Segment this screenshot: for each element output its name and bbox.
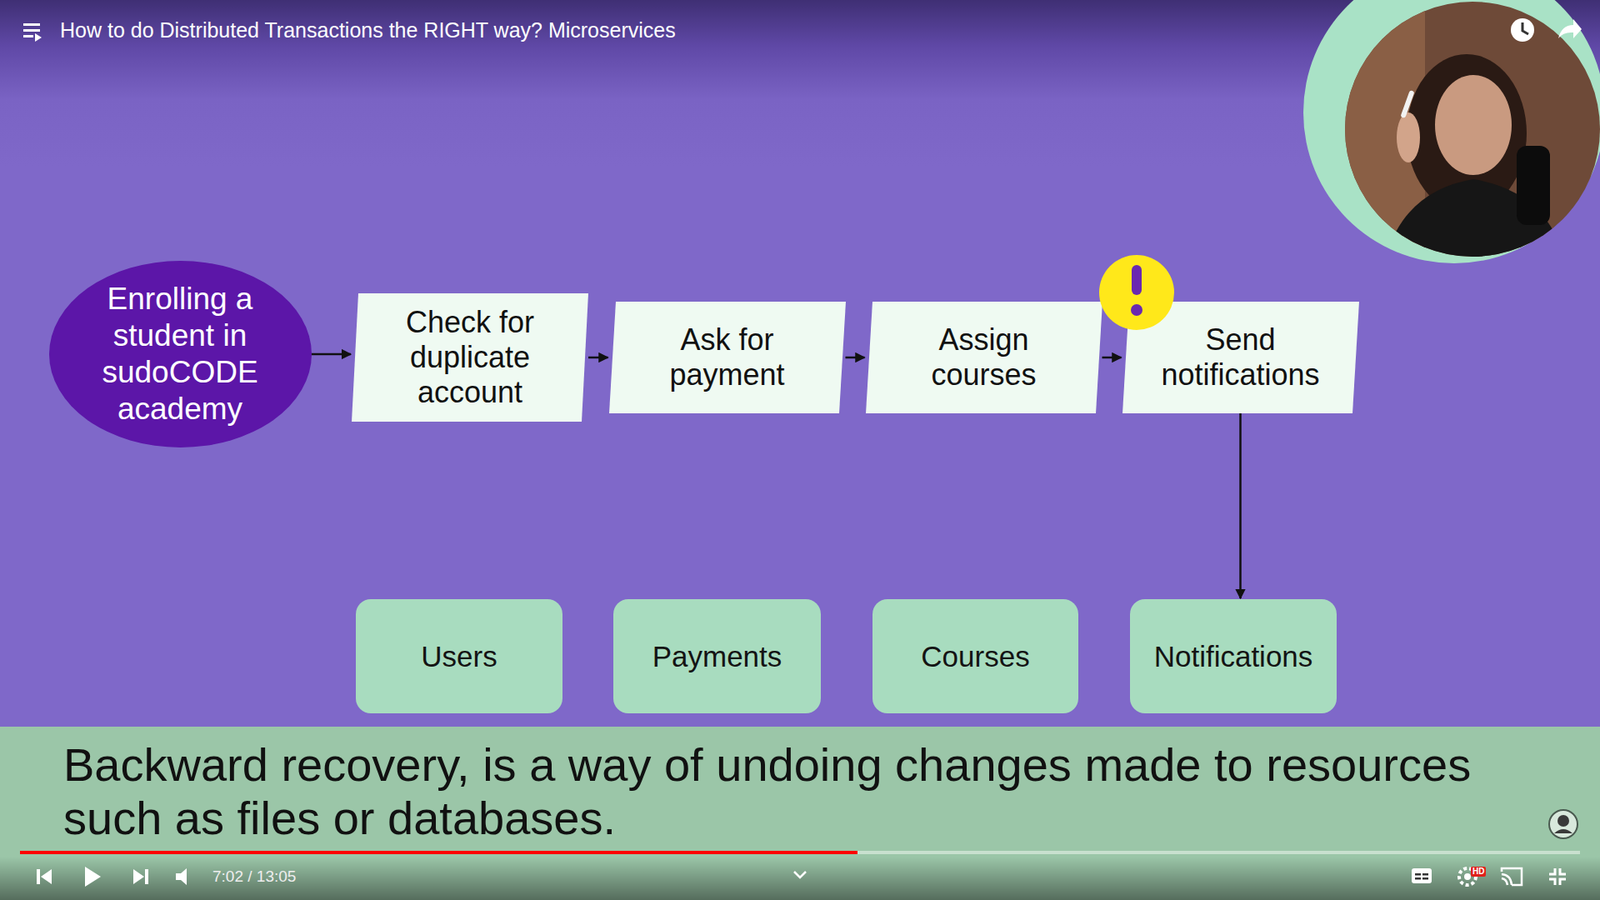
face <box>1435 75 1512 175</box>
flow-arrow <box>845 356 865 360</box>
playlist-icon <box>23 23 42 42</box>
service-box: Notifications <box>1130 599 1337 714</box>
flow-arrow <box>1102 356 1122 360</box>
node-fill <box>1122 301 1360 414</box>
node-text: Ask for payment <box>627 322 828 393</box>
node-fill <box>872 599 1079 714</box>
node-fill <box>49 260 312 448</box>
microphone <box>1516 145 1550 225</box>
node-fill <box>609 301 846 414</box>
process-box: Ask for payment <box>609 301 846 414</box>
flow-arrow <box>588 356 609 360</box>
pen <box>1400 90 1415 119</box>
service-box: Payments <box>613 599 821 714</box>
process-box: Assign courses <box>865 301 1103 414</box>
service-box: Courses <box>872 599 1079 714</box>
node-text: Assign courses <box>884 322 1085 393</box>
subtitle-caption: Backward recovery, is a way of undoing c… <box>63 738 1514 845</box>
node-text: Notifications <box>1154 639 1314 675</box>
hand <box>1396 112 1420 163</box>
cast-button <box>1501 868 1522 885</box>
chevron <box>794 871 806 878</box>
share-icon <box>1558 19 1582 39</box>
progress-played <box>20 850 858 855</box>
node-text: Send notifications <box>1140 322 1341 393</box>
progress-track <box>20 850 1580 855</box>
node-text: Users <box>420 639 497 675</box>
play-button <box>85 866 101 887</box>
flow-arrow <box>311 353 352 356</box>
node-fill <box>351 293 589 422</box>
fullscreen-exit-button <box>1549 868 1566 885</box>
node-text: Check for duplicate account <box>370 305 570 410</box>
volume-button <box>175 868 187 885</box>
process-box: Check for duplicate account <box>351 293 589 422</box>
start-ellipse: Enrolling a student in sudoCODE academy <box>49 260 312 448</box>
wall <box>1333 0 1600 267</box>
node-text: Payments <box>652 639 783 675</box>
node-fill <box>613 599 821 714</box>
node-fill <box>355 599 563 714</box>
process-box: Send notifications <box>1122 301 1360 414</box>
node-text: Enrolling a student in sudoCODE academy <box>90 280 270 428</box>
node-fill <box>865 301 1103 414</box>
clock-icon <box>1510 18 1535 42</box>
next-button <box>133 869 149 885</box>
prev-button <box>36 869 52 885</box>
video-title: How to do Distributed Transactions the R… <box>60 16 676 44</box>
service-box: Users <box>355 599 563 714</box>
time-display: 7:02 / 13:05 <box>212 866 296 887</box>
flow-arrow <box>1239 413 1242 599</box>
webcam-picture <box>1333 0 1600 267</box>
node-text: Courses <box>920 639 1030 675</box>
node-fill <box>1130 599 1337 714</box>
hd-badge: HD <box>1470 866 1486 877</box>
channel-watermark <box>1549 810 1578 839</box>
cc-button <box>1411 868 1432 884</box>
alert-symbol <box>1099 255 1175 330</box>
